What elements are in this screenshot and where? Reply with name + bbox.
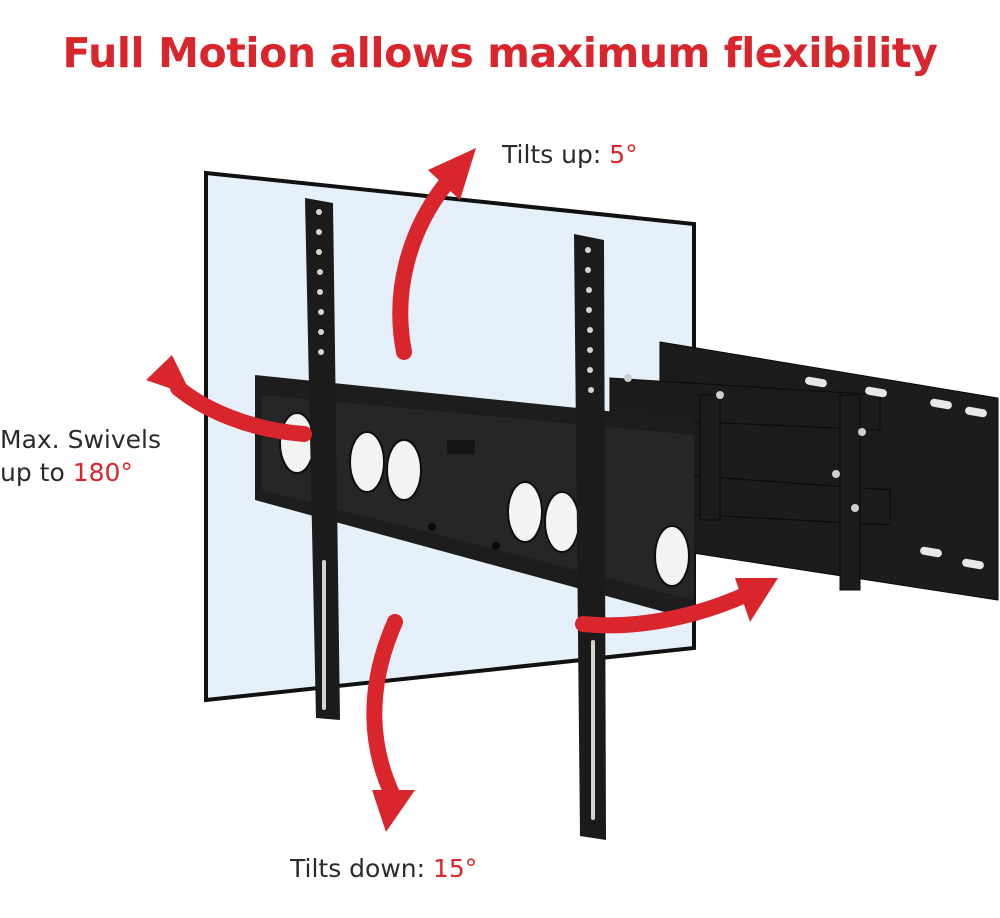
tilt-up-callout: Tilts up: 5° <box>502 138 638 171</box>
swivel-callout: Max. Swivels up to 180° <box>0 423 161 489</box>
tilt-up-arrow-icon <box>392 148 476 360</box>
swivel-right-arrow-icon <box>575 578 778 634</box>
headline: Full Motion allows maximum flexibility <box>62 29 938 78</box>
tilt-down-label: Tilts down: <box>290 854 433 883</box>
swivel-line-1: Max. Swivels <box>0 425 161 454</box>
tilt-down-arrow-icon <box>366 614 415 832</box>
swivel-left-arrow-icon <box>146 355 312 442</box>
tilt-up-label: Tilts up: <box>502 140 610 169</box>
swivel-prefix: up to <box>0 458 73 487</box>
tilt-down-callout: Tilts down: 15° <box>290 852 477 885</box>
tilt-up-value: 5° <box>609 140 638 169</box>
vertical-brackets <box>305 198 606 840</box>
tilt-down-value: 15° <box>433 854 478 883</box>
articulating-arm <box>609 341 999 601</box>
swivel-value: 180° <box>72 458 133 487</box>
swivel-line-2: up to 180° <box>0 456 161 489</box>
